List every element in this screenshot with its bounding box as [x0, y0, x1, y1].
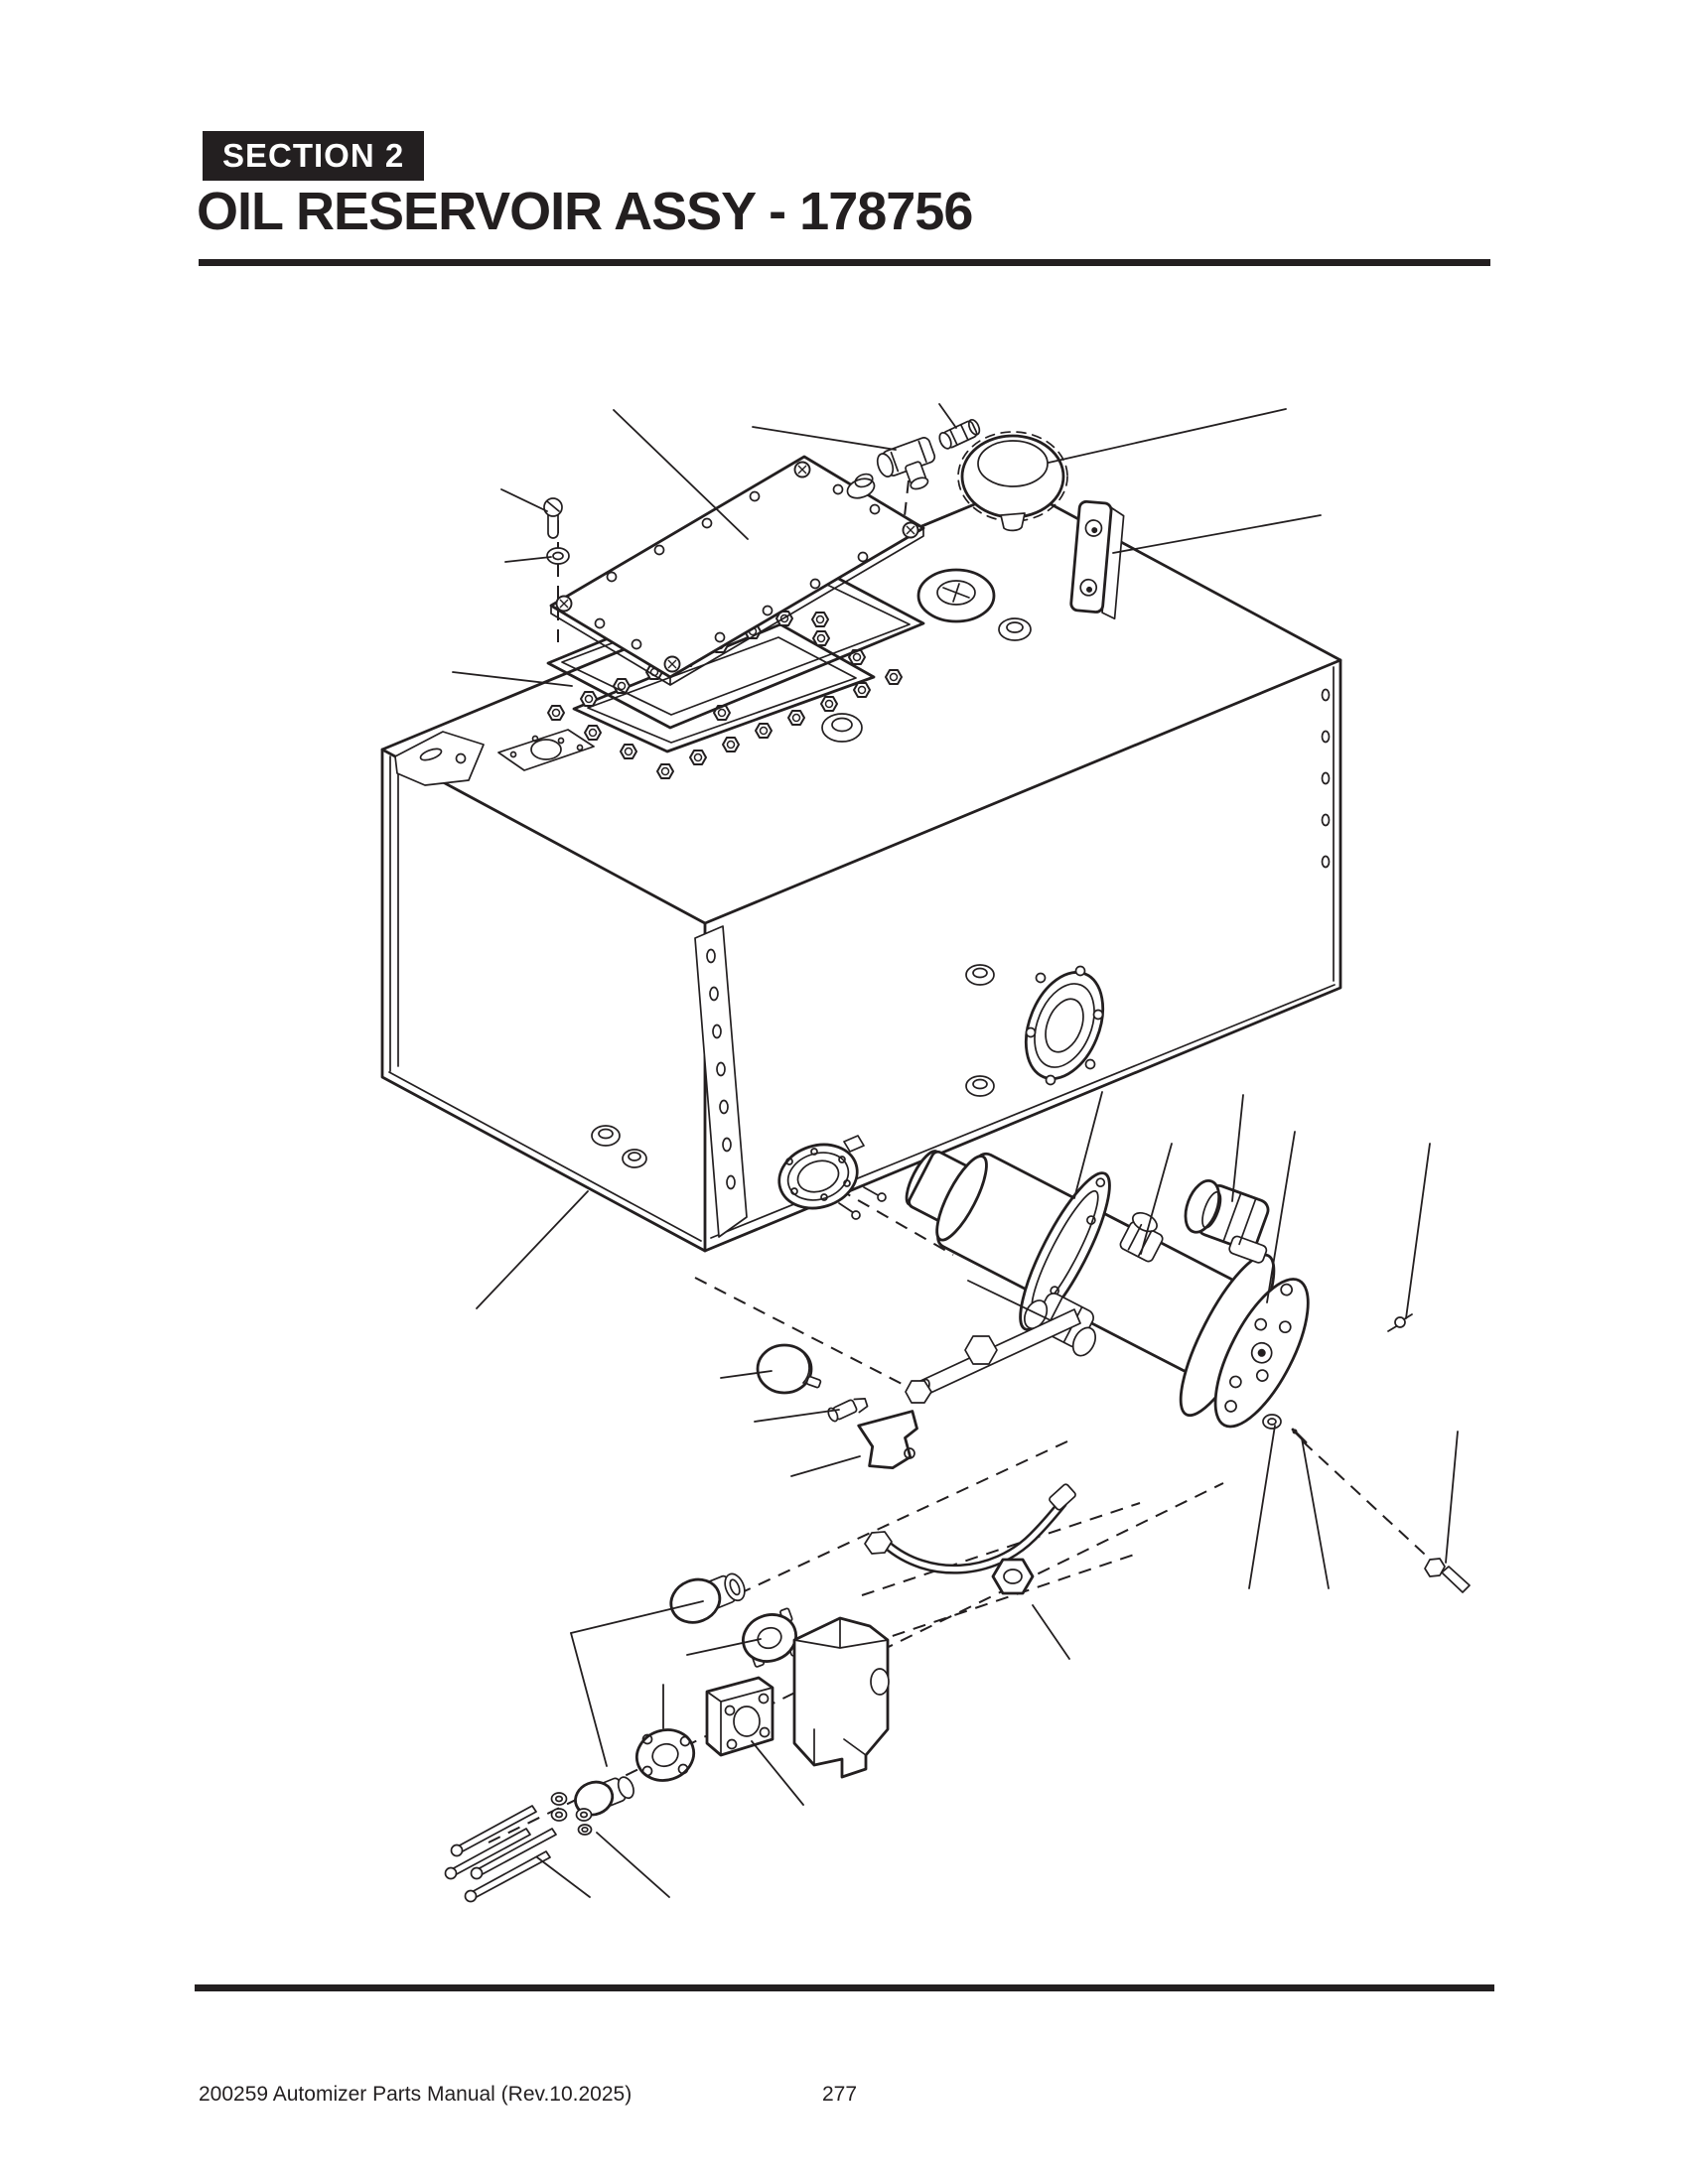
cotter-pin — [1291, 1428, 1308, 1444]
footer-page-number: 277 — [822, 2083, 858, 2106]
dust-cap — [756, 1343, 822, 1395]
footer-manual-info: 200259 Automizer Parts Manual (Rev.10.20… — [199, 2083, 633, 2106]
vent-washer — [546, 547, 570, 565]
spacer-block — [705, 1676, 774, 1757]
suction-port-flange — [777, 1135, 887, 1220]
side-plugs — [591, 964, 995, 1168]
top-angle-bracket — [394, 731, 485, 786]
valve-assembly — [792, 1616, 890, 1779]
small-fitting — [827, 1398, 869, 1423]
return-port-flange — [1024, 965, 1105, 1086]
hose-barb-upper — [669, 1572, 746, 1624]
grease-fitting — [1387, 1313, 1413, 1332]
elbow-fitting — [1184, 1179, 1270, 1264]
mounting-strip — [1069, 499, 1125, 620]
bolt — [1424, 1558, 1471, 1593]
corner-flange — [694, 925, 748, 1238]
hose-barb-lower — [574, 1776, 634, 1817]
title-rule — [199, 259, 1490, 266]
split-flange-lower — [634, 1728, 696, 1782]
washer-small — [1262, 1414, 1282, 1430]
stud-washers — [550, 1792, 593, 1836]
suction-tube — [905, 1308, 1081, 1404]
hydraulic-hose — [864, 1483, 1076, 1574]
page-title: OIL RESERVOIR ASSY - 178756 — [197, 182, 973, 241]
cover-plate — [549, 455, 925, 686]
section-badge: SECTION 2 — [203, 131, 425, 181]
pump-assembly — [905, 1150, 1471, 1593]
clamp-bracket — [857, 1410, 918, 1470]
straight-fitting — [938, 418, 981, 450]
pump-end-housing — [1213, 1278, 1310, 1429]
breather-boss — [916, 568, 996, 623]
filler-cap — [957, 431, 1068, 532]
footer-rule — [195, 1984, 1494, 1991]
mounting-studs — [444, 1805, 557, 1903]
hex-nut — [991, 1558, 1035, 1595]
plate-fitting — [846, 473, 876, 499]
leader-lines — [452, 403, 1459, 1898]
tee-fitting — [876, 437, 936, 490]
vent-screw — [543, 497, 563, 539]
top-mounting-plate — [497, 729, 595, 771]
split-flange-upper — [742, 1607, 801, 1668]
